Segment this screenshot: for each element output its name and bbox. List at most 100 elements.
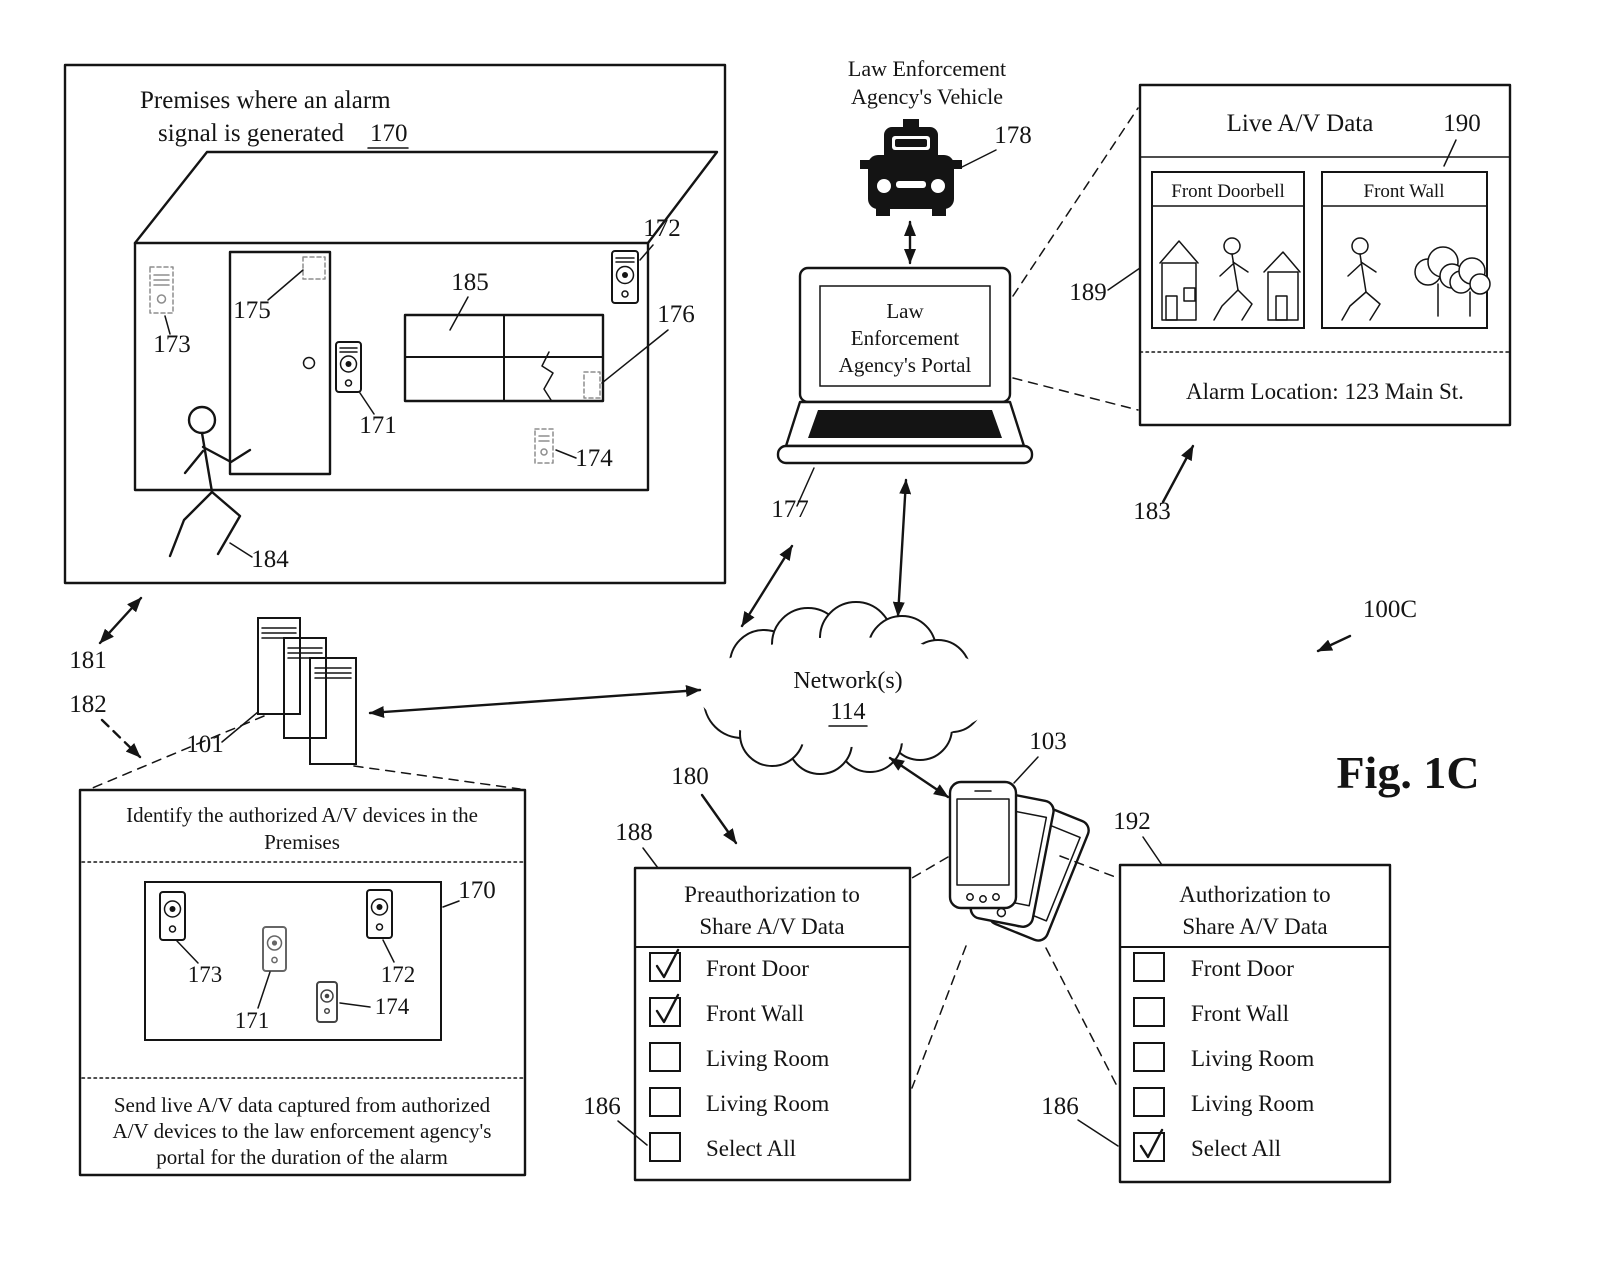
backend-servers-icon: 101 <box>89 617 521 790</box>
authorization-panel: Authorization to Share A/V Data Front Do… <box>1041 808 1392 1184</box>
ref-103-leader <box>1013 756 1039 784</box>
auth-title-line2: Share A/V Data <box>1182 914 1327 939</box>
auth-checkbox-select-all: Select All <box>1133 1128 1281 1162</box>
ref-180-label: 180 <box>671 763 709 790</box>
front-door <box>228 250 332 476</box>
av-device-173-icon <box>149 266 174 314</box>
auth-item-label: Front Door <box>1191 956 1294 981</box>
cloud-servers-arrow <box>368 684 702 719</box>
ref-188-leader <box>642 847 659 869</box>
identify-ref-170-leader <box>442 900 460 908</box>
laptop-screen-inner <box>819 285 991 387</box>
cloud-premises-arrow <box>740 544 794 628</box>
ref-186-left-leader <box>617 1120 648 1146</box>
ref-114-label: 114 <box>830 699 865 725</box>
running-person-icon <box>168 405 252 558</box>
network-cloud-icon: Network(s) 114 <box>698 601 998 775</box>
preauth-item-label: Select All <box>706 1136 796 1161</box>
premises-ref-label: 170 <box>370 120 408 147</box>
ref-186-left-label: 186 <box>583 1093 621 1120</box>
laptop-livebox-dash-bottom <box>1012 377 1139 411</box>
identify-bottom-line2: A/V devices to the law enforcement agenc… <box>113 1119 492 1143</box>
ref-190-leader <box>1443 139 1457 167</box>
identify-ref-170: 170 <box>458 877 496 904</box>
live-av-box: Live A/V Data 190 Front Doorbell <box>1069 83 1512 525</box>
identify-device-172-icon <box>366 889 393 939</box>
check-mark <box>655 948 680 979</box>
preauth-checkbox-front-wall: Front Wall <box>649 993 804 1027</box>
premises-title-line2: signal is generated <box>158 120 345 147</box>
ref-183-label: 183 <box>1133 498 1171 525</box>
alarm-location-text: Alarm Location: 123 Main St. <box>1186 379 1464 404</box>
video-panel-front-doorbell: Front Doorbell <box>1151 171 1305 329</box>
phone-auth-dash-top <box>1059 855 1119 879</box>
preauthorization-panel: Preauthorization to Share A/V Data Front… <box>583 763 912 1182</box>
arrow-181 <box>98 596 143 645</box>
ref-100c-label: 100C <box>1363 596 1417 623</box>
premises-title-line1: Premises where an alarm <box>140 87 391 114</box>
preauth-title-line2: Share A/V Data <box>699 914 844 939</box>
ref-178-leader <box>959 149 997 169</box>
preauth-item-label: Living Room <box>706 1091 829 1116</box>
police-car-icon <box>860 119 962 216</box>
phone-auth-dash-bottom <box>1045 947 1119 1089</box>
premises-diagram: Premises where an alarm signal is genera… <box>63 63 727 585</box>
ref-174-leader <box>555 449 577 459</box>
ref-181-label: 181 <box>69 647 107 674</box>
identify-ref-173: 173 <box>188 962 223 987</box>
arrow-182-dashed <box>100 718 142 759</box>
auth-item-label: Living Room <box>1191 1091 1314 1116</box>
doorbell-camera-171-icon <box>335 341 362 393</box>
identify-ref-172: 172 <box>381 962 416 987</box>
preauth-checkbox-living-room-2: Living Room <box>649 1087 829 1117</box>
identify-bottom-line3: portal for the duration of the alarm <box>156 1145 448 1169</box>
panel2-person-icon <box>1341 237 1381 321</box>
agency-portal-laptop: Law Enforcement Agency's Portal 177 <box>771 107 1139 523</box>
identify-ref-174-leader <box>339 1002 371 1008</box>
panel1-person-icon <box>1213 237 1253 321</box>
ref-182-label: 182 <box>69 691 107 718</box>
ref-173-label: 173 <box>153 331 191 358</box>
window-sensor-176-icon <box>583 371 601 399</box>
door-sensor-icon <box>302 256 326 280</box>
door-knob <box>302 356 316 370</box>
identify-top-line1: Identify the authorized A/V devices in t… <box>126 803 478 827</box>
portal-line1: Law <box>886 299 924 323</box>
ref-178-label: 178 <box>994 122 1032 149</box>
preauth-item-label: Living Room <box>706 1046 829 1071</box>
panel1-title: Front Doorbell <box>1171 181 1284 202</box>
server-to-box-dash-left <box>89 715 265 790</box>
ref-174-label: 174 <box>575 445 613 472</box>
preauth-checkbox-front-door: Front Door <box>649 948 809 982</box>
auth-title-line1: Authorization to <box>1179 882 1330 907</box>
identify-bottom-line1: Send live A/V data captured from authori… <box>114 1093 491 1117</box>
security-camera-172-icon <box>611 250 639 304</box>
preauth-item-label: Front Door <box>706 956 809 981</box>
law-enforcement-vehicle: Law Enforcement Agency's Vehicle 178 <box>848 56 1032 265</box>
auth-checkbox-front-wall: Front Wall <box>1133 997 1289 1027</box>
vehicle-caption-line1: Law Enforcement <box>848 56 1006 81</box>
panel2-trees-icon <box>1414 246 1491 317</box>
house-roof <box>133 150 719 245</box>
identify-device-173-icon <box>159 891 186 941</box>
panel1-house-right-icon <box>1263 251 1301 321</box>
ref-171-leader <box>359 392 375 415</box>
auth-checkbox-front-door: Front Door <box>1133 952 1294 982</box>
identify-device-171-icon <box>262 926 287 972</box>
ref-185-leader <box>449 296 469 331</box>
premises-connector-labels: 181 182 <box>69 596 143 759</box>
auth-checkbox-living-room-2: Living Room <box>1133 1087 1314 1117</box>
identify-ref-171: 171 <box>235 1008 270 1033</box>
house-drawing <box>133 150 719 558</box>
ref-184-label: 184 <box>251 546 289 573</box>
ref-101-leader <box>221 711 259 743</box>
cloud-phones-arrow <box>888 756 950 799</box>
preauth-title-line1: Preauthorization to <box>684 882 860 907</box>
check-mark <box>1139 1128 1164 1159</box>
av-device-174-icon <box>534 428 554 464</box>
ref-188-label: 188 <box>615 819 653 846</box>
ref-176-leader <box>601 329 669 384</box>
panel2-title: Front Wall <box>1364 181 1445 202</box>
ref-171-label: 171 <box>359 412 397 439</box>
